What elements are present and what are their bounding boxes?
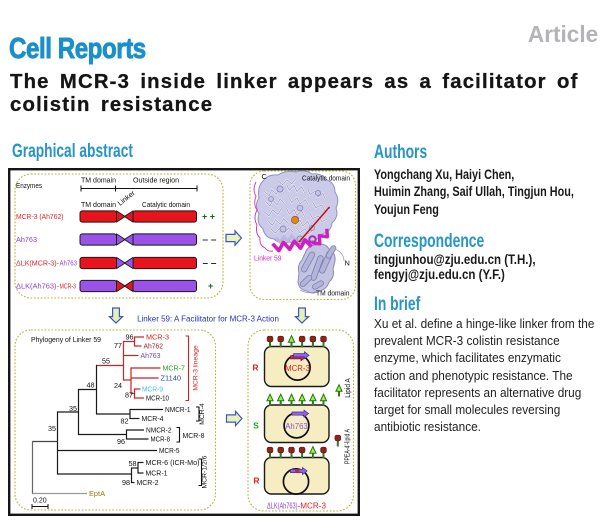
svg-text:Lipid A: Lipid A — [345, 378, 352, 398]
svg-text:MCR-3: MCR-3 — [60, 282, 77, 291]
svg-text:MCR-9: MCR-9 — [142, 385, 163, 394]
svg-text:MCR-3: MCR-3 — [146, 333, 169, 342]
svg-text:MCR-6 (ICR-Mo): MCR-6 (ICR-Mo) — [146, 458, 200, 467]
svg-text:-MCR-3: -MCR-3 — [298, 502, 327, 511]
svg-text:Ah763: Ah763 — [285, 422, 308, 431]
svg-text:Catalytic domain: Catalytic domain — [302, 174, 350, 183]
svg-text:35: 35 — [48, 424, 56, 433]
svg-text:MCR-7: MCR-7 — [163, 364, 186, 373]
svg-text:– –: – – — [203, 258, 217, 269]
svg-text:96: 96 — [117, 437, 125, 446]
svg-text:C: C — [262, 172, 268, 181]
svg-text:TM domain: TM domain — [81, 176, 116, 185]
svg-text:0.20: 0.20 — [33, 498, 47, 505]
svg-text:77: 77 — [114, 341, 122, 350]
svg-text:Ah762: Ah762 — [144, 342, 164, 351]
svg-text:NMCR-1: NMCR-1 — [165, 405, 191, 414]
svg-text:MCR-8: MCR-8 — [151, 435, 171, 444]
svg-text:35: 35 — [69, 404, 77, 413]
svg-text:PPEA-4'-lipid A: PPEA-4'-lipid A — [345, 429, 352, 464]
svg-text:EptA: EptA — [89, 489, 105, 498]
svg-text:TM domain: TM domain — [81, 200, 116, 209]
svg-text:N: N — [345, 259, 350, 268]
svg-text:96: 96 — [126, 333, 134, 342]
svg-text:Catalytic domain: Catalytic domain — [142, 200, 190, 209]
svg-text:MCR-3: MCR-3 — [285, 364, 310, 373]
svg-text:58: 58 — [129, 459, 137, 468]
svg-text:ΔLK(MCR-3)-: ΔLK(MCR-3)- — [16, 259, 60, 268]
svg-text:S: S — [253, 421, 259, 431]
svg-text:MCR-3 (Ah762): MCR-3 (Ah762) — [16, 212, 64, 221]
svg-text:Ah763: Ah763 — [141, 351, 161, 360]
svg-text:+ +: + + — [202, 212, 215, 222]
svg-text:48: 48 — [87, 381, 95, 390]
svg-text:Z1140: Z1140 — [161, 374, 182, 383]
svg-text:MCR-10: MCR-10 — [146, 394, 169, 403]
svg-text:NMCR-2: NMCR-2 — [146, 426, 172, 435]
svg-text:87: 87 — [125, 391, 133, 400]
svg-text:MCR-5: MCR-5 — [159, 446, 180, 455]
svg-text:MCR-4: MCR-4 — [142, 414, 164, 423]
svg-text:Ah763: Ah763 — [60, 259, 78, 268]
svg-text:55: 55 — [102, 357, 110, 366]
svg-text:TM domain: TM domain — [316, 289, 350, 298]
svg-text:R: R — [252, 363, 258, 373]
svg-text:MCR-8: MCR-8 — [183, 433, 205, 440]
svg-text:ΔLK(Ah763)-: ΔLK(Ah763)- — [16, 282, 60, 291]
svg-text:Ah763: Ah763 — [16, 235, 37, 244]
svg-text:– –: – – — [203, 235, 217, 246]
svg-text:Linker 59: A Facilitator for M: Linker 59: A Facilitator for MCR-3 Actio… — [137, 315, 279, 324]
svg-text:MCR-1: MCR-1 — [146, 469, 168, 478]
svg-text:Enzymes: Enzymes — [16, 181, 42, 190]
svg-text:MCR-1/2/6: MCR-1/2/6 — [202, 455, 209, 488]
svg-text:82: 82 — [121, 417, 129, 426]
svg-text:Outside region: Outside region — [133, 176, 179, 185]
svg-text:98: 98 — [122, 478, 130, 487]
svg-text:Linker 59: Linker 59 — [254, 254, 282, 263]
svg-text:MCR-2: MCR-2 — [137, 478, 159, 487]
svg-text:R: R — [253, 476, 259, 486]
svg-text:ΔLK(Ah763): ΔLK(Ah763) — [267, 502, 298, 511]
svg-text:+: + — [208, 281, 213, 291]
svg-text:Linker: Linker — [116, 188, 137, 208]
svg-text:Phylogeny of Linker 59: Phylogeny of Linker 59 — [31, 335, 101, 344]
svg-text:MCR-3 lineage: MCR-3 lineage — [193, 345, 200, 391]
svg-text:24: 24 — [114, 381, 122, 390]
svg-text:MCR-4: MCR-4 — [199, 403, 206, 425]
